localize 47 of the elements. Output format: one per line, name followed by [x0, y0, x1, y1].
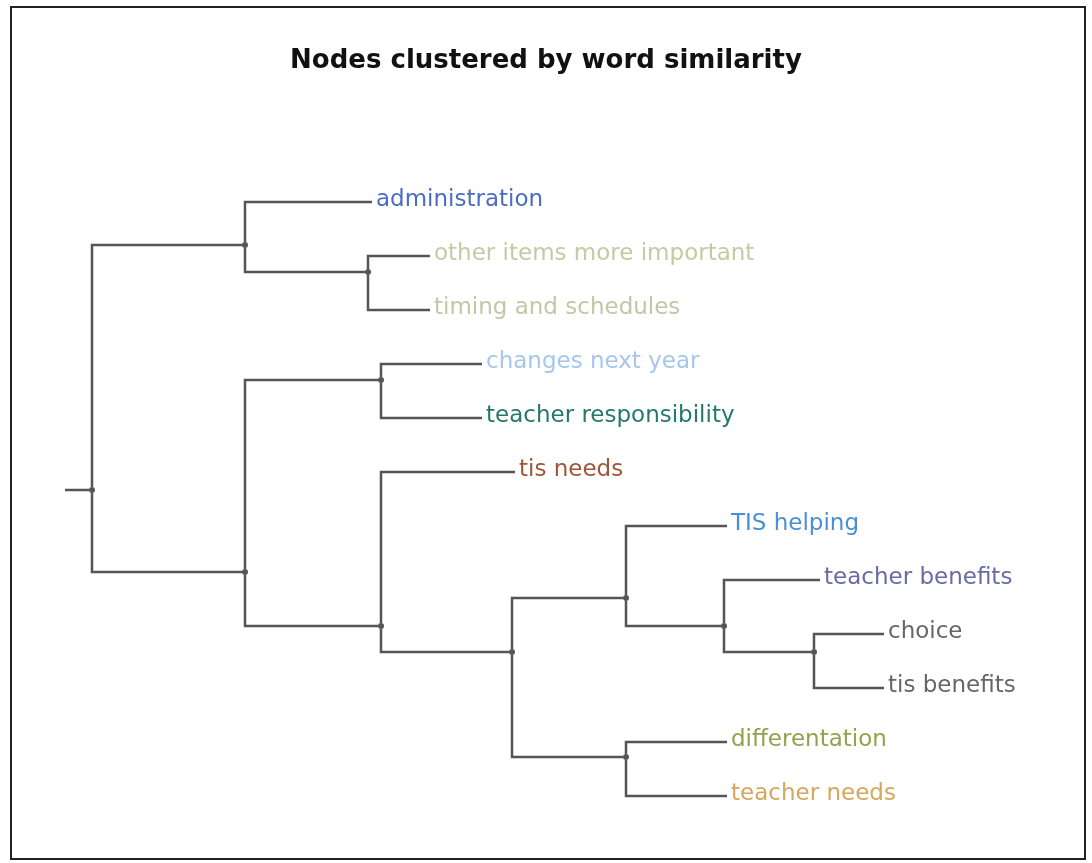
junction-dot	[378, 623, 384, 629]
dendrogram-branch	[624, 601, 721, 628]
leaf-label: teacher benefits	[822, 563, 1015, 597]
dendrogram-branch	[90, 493, 242, 574]
leaf-label: teacher needs	[729, 779, 898, 813]
dendrogram-branch	[812, 632, 884, 649]
junction-dot	[89, 487, 95, 493]
dendrogram-branch	[243, 575, 378, 628]
dendrogram-branch	[722, 629, 811, 654]
junction-dot	[365, 269, 371, 275]
dendrogram-branch	[243, 200, 372, 242]
dendrogram-branch	[510, 596, 623, 649]
junction-dot	[242, 242, 248, 248]
dendrogram-branch	[624, 524, 727, 595]
chart-title: Nodes clustered by word similarity	[289, 44, 803, 74]
junction-dot	[623, 595, 629, 601]
dendrogram-branch	[366, 275, 430, 312]
dendrogram-branch	[379, 362, 482, 377]
dendrogram-branch	[366, 254, 430, 269]
dendrogram-branch	[624, 740, 727, 754]
junction-dot	[721, 623, 727, 629]
leaf-label: tis benefits	[886, 671, 1018, 705]
leaf-label: changes next year	[484, 347, 702, 381]
leaf-label: TIS helping	[729, 509, 862, 543]
dendrogram-branch	[243, 248, 365, 274]
dendrogram-branch	[379, 383, 482, 420]
leaf-label: choice	[886, 617, 965, 651]
junction-dot	[242, 569, 248, 575]
dendrogram-branch	[722, 578, 820, 623]
leaf-label: tis needs	[517, 455, 626, 489]
dendrogram-branch	[379, 629, 509, 654]
dendrogram-branch	[65, 488, 89, 492]
junction-dot	[811, 649, 817, 655]
leaf-label: timing and schedules	[432, 293, 683, 327]
dendrogram-branch	[90, 243, 242, 487]
dendrogram-branch	[510, 655, 623, 759]
dendrogram-branch	[243, 378, 378, 569]
junction-dot	[623, 754, 629, 760]
leaf-label: administration	[374, 185, 546, 219]
dendrogram-branch	[812, 655, 884, 690]
junction-dot	[509, 649, 515, 655]
dendrogram-branch	[379, 470, 515, 623]
leaf-label: differentation	[729, 725, 889, 759]
leaf-label: teacher responsibility	[484, 401, 737, 435]
junction-dot	[378, 377, 384, 383]
dendrogram-branch	[624, 760, 727, 798]
leaf-label: other items more important	[432, 239, 757, 273]
